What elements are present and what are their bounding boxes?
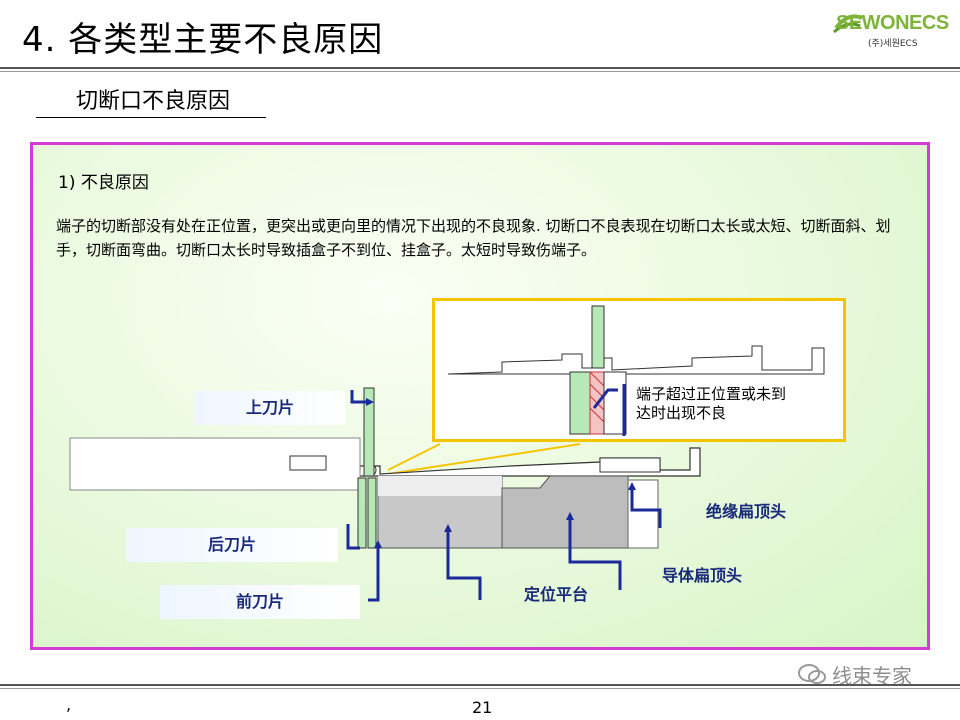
callout-line-upper [387, 443, 441, 471]
label-upper-blade: 上刀片 [195, 391, 345, 425]
cause-heading: 1) 不良原因 [58, 173, 149, 193]
page-title: 4. 各类型主要不良原因 [22, 20, 384, 60]
leader-insulation [630, 490, 662, 528]
rear-blade [357, 477, 367, 549]
leader-conductor [568, 520, 622, 590]
crimp-body [377, 475, 659, 549]
header-divider-thin [0, 71, 960, 72]
section-underline [36, 117, 266, 118]
strip-notch-2 [599, 457, 661, 473]
inset-front-blade [603, 371, 627, 435]
terminal-strip [69, 437, 701, 491]
label-conductor-crimp-head: 导体扁顶头 [662, 566, 743, 585]
leader-front-blade [368, 548, 380, 602]
upper-blade [363, 387, 375, 477]
logo-subtext: (주)세원ECS [868, 39, 918, 49]
inset-upper-blade [591, 305, 605, 369]
footer-divider-thin [0, 688, 960, 689]
cause-description: 端子的切断部没有处在正位置，更突出或更向里的情况下出现的不良现象. 切断口不良表… [56, 217, 891, 259]
inset-rear-blade [569, 371, 591, 435]
footer-divider [0, 684, 960, 686]
label-rear-blade: 后刀片 [126, 528, 338, 562]
page-number: 21 [472, 698, 493, 717]
inset-note: 端子超过正位置或未到达时出现不良 [636, 385, 787, 422]
logo-swoosh-icon [833, 14, 863, 34]
logo-wordmark: SEWONECS [836, 12, 949, 34]
label-insulation-crimp-head: 绝缘扁顶头 [706, 502, 787, 521]
inset-drawing [447, 305, 825, 436]
wechat-icon [798, 664, 826, 684]
company-logo: SEWONECS (주)세원ECS [832, 10, 949, 56]
leader-platform [446, 532, 482, 600]
section-title: 切断口不良原因 [76, 89, 231, 114]
leader-rear-blade [346, 524, 360, 550]
leader-upper-blade [350, 390, 366, 404]
callout-line-lower [387, 443, 581, 475]
label-front-blade: 前刀片 [160, 585, 360, 619]
front-blade [367, 477, 377, 549]
watermark-text: 线束专家 [832, 664, 912, 688]
label-positioning-platform: 定位平台 [524, 585, 589, 604]
header-divider [0, 67, 960, 69]
footer-mark: , [66, 695, 72, 714]
strip-notch-1 [289, 455, 327, 471]
